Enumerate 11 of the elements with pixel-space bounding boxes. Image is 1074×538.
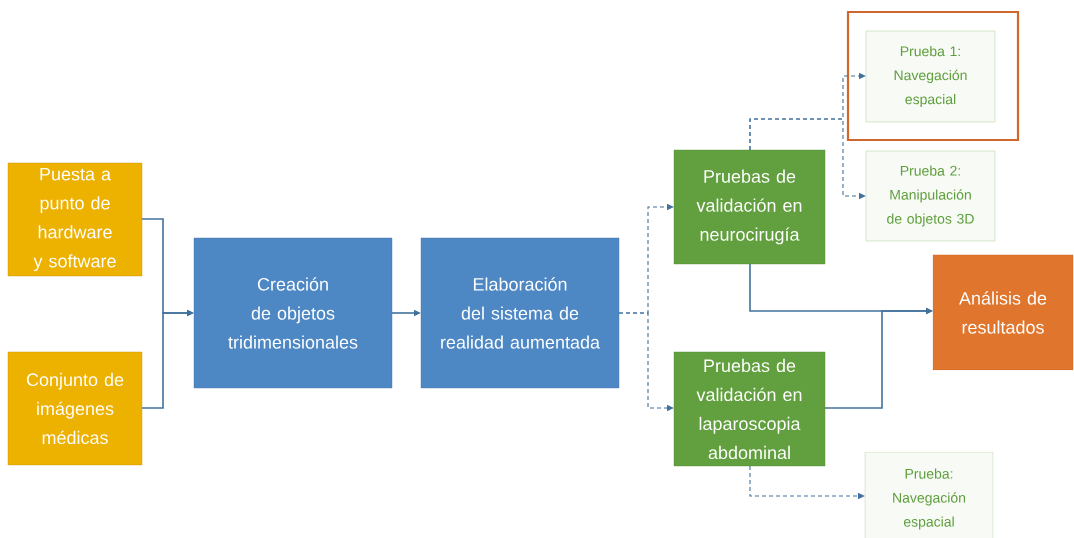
test-box: Prueba: Navegación espacial — [864, 451, 994, 538]
process-box: Creación de objetos tridimensionales — [193, 237, 393, 389]
filled-box: Puesta a punto de hardware y software — [7, 162, 143, 277]
test-box: Prueba 2: Manipulación de objetos 3D — [865, 150, 996, 242]
result-box: Análisis de resultados — [932, 254, 1074, 371]
test-box: Prueba 1: Navegación espacial — [865, 30, 996, 123]
highlight-frame — [846, 10, 1020, 142]
process-box: Elaboración del sistema de realidad aumentada — [420, 237, 620, 389]
filled-box: Conjunto de imágenes médicas — [7, 351, 143, 466]
process-box: Pruebas de validación en neurocirugía — [673, 149, 826, 265]
process-box: Pruebas de validación en laparoscopia abdominal — [673, 351, 826, 467]
